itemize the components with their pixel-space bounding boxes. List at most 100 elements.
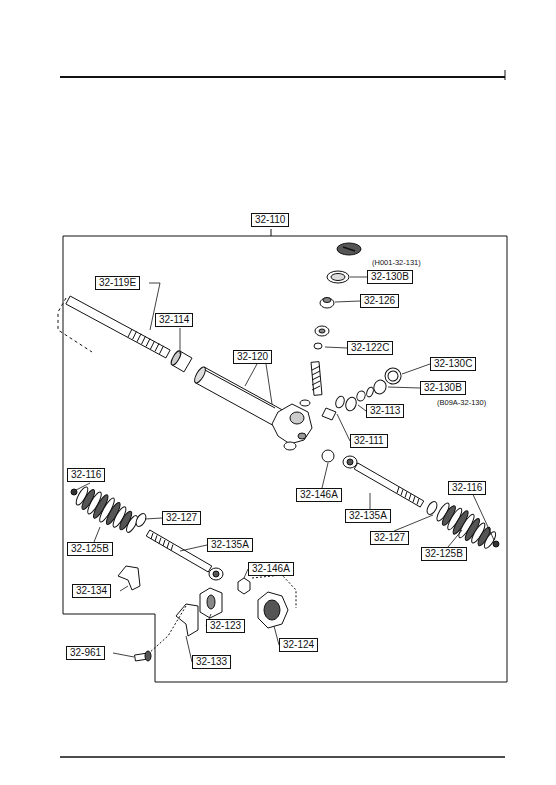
drawn-line (205, 370, 275, 408)
part-ellipse (314, 343, 322, 349)
callout-number: 32-146A (248, 562, 294, 576)
drawn-line (245, 364, 257, 386)
drawn-line (180, 545, 207, 551)
part-ellipse (213, 571, 219, 577)
part-shape (322, 408, 336, 420)
part-ellipse (327, 271, 349, 283)
callout-number: 32-124 (279, 638, 318, 652)
drawn-line (413, 496, 415, 502)
callout-number: 32-110 (251, 213, 289, 227)
part-ellipse (284, 442, 296, 450)
part-ellipse (315, 326, 329, 336)
part-ellipse (347, 459, 353, 465)
drawn-line (113, 653, 134, 657)
part-ellipse (209, 568, 223, 580)
part-shape (176, 604, 198, 636)
drawn-line (142, 336, 146, 344)
callout-number: 32-116 (448, 481, 486, 495)
drawn-line (171, 545, 173, 551)
part-ellipse (192, 365, 207, 384)
drawn-line (325, 347, 347, 348)
callout-number: 32-127 (370, 531, 409, 545)
part-ellipse (207, 595, 215, 609)
part-ellipse (298, 433, 306, 439)
drawn-line (148, 606, 186, 654)
drawn-line (417, 499, 419, 505)
part-ellipse (331, 274, 345, 281)
part-ellipse (319, 329, 325, 333)
drawn-line (402, 364, 430, 374)
drawn-line (405, 492, 407, 498)
drawn-line (160, 346, 164, 354)
drawn-line (312, 371, 320, 375)
part-shape (66, 296, 170, 358)
drawn-line (358, 405, 366, 411)
drawn-line (397, 487, 399, 493)
callout-number: 32-126 (360, 294, 399, 308)
callout-number: 32-130B (367, 270, 413, 284)
part-shape (258, 592, 288, 628)
drawn-line (180, 328, 181, 354)
drawn-line (470, 488, 494, 540)
part-ellipse (334, 395, 346, 409)
callout-number: 32-135A (345, 509, 391, 523)
drawn-line (312, 376, 320, 380)
part-ellipse (322, 450, 334, 462)
drawn-line (155, 343, 159, 351)
drawn-line (60, 756, 505, 758)
drawn-line (145, 518, 162, 519)
part-ellipse (425, 500, 439, 516)
part-shape (146, 530, 212, 572)
callout-number: 32-127 (162, 511, 201, 525)
drawn-line (337, 414, 350, 441)
part-ellipse (264, 600, 280, 620)
callout-number: 32-133 (192, 655, 231, 669)
part-note: (B09A-32-130) (436, 398, 487, 407)
drawn-line (271, 229, 272, 236)
callout-number: 32-125B (67, 542, 113, 556)
drawn-line (120, 586, 128, 591)
part-note: (H001-32-131) (371, 258, 422, 267)
drawn-line (266, 364, 272, 404)
drawn-line (167, 542, 169, 548)
drawn-line (58, 298, 92, 352)
part-ellipse (320, 298, 334, 308)
drawn-line (394, 515, 433, 531)
part-ellipse (356, 390, 367, 402)
callout-number: 32-961 (66, 646, 105, 660)
drawn-line (128, 329, 132, 337)
part-shape (118, 566, 140, 590)
drawn-line (133, 331, 137, 339)
callout-number: 32-113 (366, 404, 404, 418)
drawn-line (401, 489, 403, 495)
part-ellipse (290, 412, 304, 424)
callout-number: 32-130C (430, 357, 476, 371)
drawn-line (388, 387, 420, 388)
part-ellipse (300, 400, 310, 406)
callout-number: 32-135A (207, 538, 253, 552)
drawn-line (137, 334, 141, 342)
drawn-line (322, 463, 328, 488)
part-shape (196, 367, 287, 428)
drawn-line (409, 494, 411, 500)
drawn-line (312, 366, 320, 370)
drawn-line (151, 341, 155, 349)
callout-number: 32-122C (347, 341, 393, 355)
part-ellipse (372, 378, 388, 395)
drawn-line (448, 530, 462, 547)
callout-number: 32-116 (67, 468, 105, 482)
drawn-line (343, 247, 355, 251)
drawn-line (151, 533, 153, 539)
drawn-line (94, 527, 100, 542)
callout-number: 32-123 (206, 619, 245, 633)
drawn-line (146, 339, 150, 347)
part-ellipse (383, 366, 404, 387)
callout-number: 32-120 (233, 350, 272, 364)
drawn-line (60, 76, 505, 78)
part-ellipse (493, 541, 499, 547)
drawn-line (370, 493, 371, 509)
part-ellipse (365, 386, 374, 397)
callout-number: 32-114 (155, 313, 193, 327)
drawn-line (312, 386, 320, 390)
